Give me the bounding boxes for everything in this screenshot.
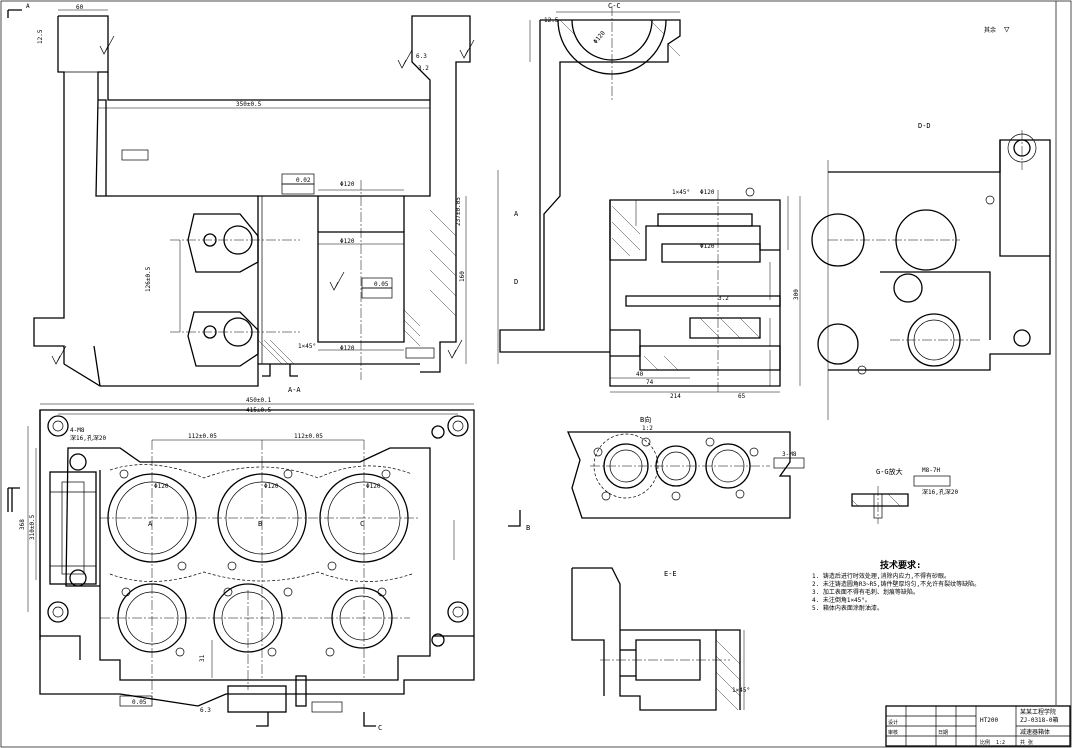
phi-aa-mid: Φ120 <box>340 238 355 245</box>
dim-4m-note: 深16,孔深20 <box>70 434 106 442</box>
gg-thread-note: 深16,孔深20 <box>922 488 958 496</box>
dim-side-65: 65 <box>738 393 746 400</box>
view-section-aa <box>7 9 499 512</box>
view-section-dd <box>811 130 1051 420</box>
phi-cc: Φ120 <box>592 29 607 45</box>
detail-b-3m: 3-M8 <box>782 451 797 458</box>
phi-aa-top: Φ120 <box>340 181 355 188</box>
plan-phi-2: Φ120 <box>264 483 279 490</box>
arrow-label-a-mid: A <box>514 210 519 218</box>
rough-aa-3: 3.2 <box>418 65 429 72</box>
title-scale-label: 比例 <box>980 739 990 746</box>
rough-aa-2: 6.3 <box>416 53 427 60</box>
dim-4m: 4-M8 <box>70 427 85 434</box>
tol-aa-1: 0.02 <box>296 177 311 184</box>
dim-310: 310±0.5 <box>29 514 36 540</box>
view-section-gg <box>851 475 951 524</box>
notes-title: 技术要求: <box>880 559 921 571</box>
notes-item-1: 1. 铸造后进行时效处理,消除内应力,不得有砂眼。 <box>812 572 950 580</box>
rough-rest-label: 其余 <box>984 26 996 34</box>
phi-aa-bot: Φ120 <box>340 345 355 352</box>
dim-368: 368 <box>19 519 26 530</box>
plan-phi-3: Φ120 <box>366 483 381 490</box>
dim-415: 415±0.5 <box>246 407 272 414</box>
view-plan <box>11 403 521 727</box>
rough-side: 3.2 <box>718 295 729 302</box>
dim-112-a: 112±0.05 <box>188 433 217 440</box>
dim-side-214: 214 <box>670 393 681 400</box>
dim-126: 126±0.5 <box>145 266 152 292</box>
phi-side-mid: Φ120 <box>700 243 715 250</box>
title-date: 日期 <box>938 730 948 736</box>
plan-label-c: C <box>360 520 364 528</box>
detail-b-scale: 1:2 <box>642 425 653 432</box>
dim-side-74: 74 <box>646 379 654 386</box>
ee-chamfer: 1×45° <box>732 687 750 694</box>
title-designer: 设计 <box>888 719 898 726</box>
title-checker: 审核 <box>888 729 898 736</box>
plan-rough: 6.3 <box>200 707 211 714</box>
title-part-name: 减速器箱体 <box>1020 728 1050 736</box>
dim-side-40: 40 <box>636 371 644 378</box>
detail-b-label: B向 <box>640 415 651 424</box>
title-school: 某某工程学院 <box>1020 708 1056 716</box>
title-scale: 1:2 <box>996 740 1005 746</box>
plan-tol: 0.05 <box>132 699 147 706</box>
tol-aa-2: 0.05 <box>374 281 389 288</box>
arrow-label-a-top: A <box>26 3 30 10</box>
notes-item-2: 2. 未注铸造圆角R3~R5,铸件壁厚均匀,不允许有裂纹等缺陷。 <box>812 580 980 588</box>
dim-350: 350±0.5 <box>236 101 262 108</box>
dim-450: 450±0.1 <box>246 397 272 404</box>
title-material: HT200 <box>980 717 998 724</box>
section-label-dd: D-D <box>918 122 931 130</box>
dim-31: 31 <box>199 654 206 662</box>
rough-rest-symbol: ▽ <box>1004 25 1010 35</box>
section-hatch-aa <box>257 209 457 365</box>
title-block <box>885 705 1071 747</box>
dim-160: 160 <box>459 271 466 282</box>
technical-notes: 技术要求: 1. 铸造后进行时效处理,消除内应力,不得有砂眼。 2. 未注铸造圆… <box>812 559 980 612</box>
plan-phi-1: Φ120 <box>154 483 169 490</box>
notes-item-4: 4. 未注倒角1×45°。 <box>812 596 871 604</box>
section-label-aa: A-A <box>288 386 301 394</box>
arrow-label-b: B <box>526 524 530 532</box>
phi-side-top: Φ120 <box>700 189 715 196</box>
plan-label-a: A <box>148 520 153 528</box>
chamfer-aa: 1×45° <box>298 343 316 350</box>
notes-item-3: 3. 加工表面不得有毛刺、划痕等缺陷。 <box>812 588 919 596</box>
gg-thread: M8-7H <box>922 467 940 474</box>
dim-top-width: 60 <box>76 4 84 11</box>
view-side-section <box>609 187 801 394</box>
title-sheet-label: 共 张 <box>1020 739 1033 746</box>
view-section-ee <box>571 567 745 711</box>
rough-cc: 12.5 <box>544 17 559 24</box>
chamfer-side: 1×45° <box>672 189 690 196</box>
arrow-label-c: C <box>378 724 382 732</box>
view-detail-b <box>567 431 805 519</box>
notes-item-5: 5. 箱体内表面涂耐油漆。 <box>812 604 883 612</box>
section-label-cc: C-C <box>608 2 621 10</box>
dim-237: 237±0.05 <box>455 197 462 226</box>
section-label-gg: G-G放大 <box>876 467 903 476</box>
rough-aa-1: 12.5 <box>37 29 44 44</box>
section-label-ee: E-E <box>664 570 677 578</box>
dim-112-b: 112±0.05 <box>294 433 323 440</box>
dim-side-300: 300 <box>793 289 800 300</box>
arrow-label-d: D <box>514 278 518 286</box>
plan-label-b: B <box>258 520 262 528</box>
view-section-cc <box>499 6 681 353</box>
title-drawing-no: ZJ-0318-0箱 <box>1020 716 1059 724</box>
